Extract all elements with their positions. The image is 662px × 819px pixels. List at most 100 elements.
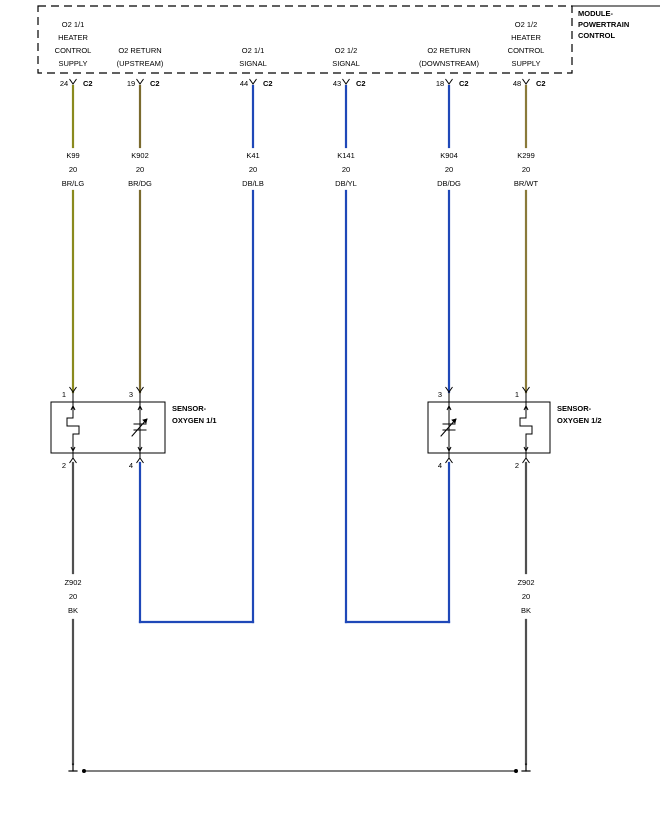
sensor-pin-top: 1 [62,390,66,399]
sensor-name: OXYGEN 1/2 [557,416,602,425]
module-boundary [37,5,573,74]
module-connector-pin [136,78,144,85]
sensor-pin-bottom: 4 [129,461,133,470]
module-connector-pin [69,78,77,85]
circuit-function-label: O2 RETURN [427,46,470,55]
circuit-function-label: O2 RETURN [118,46,161,55]
arrow-head [451,418,457,424]
module-pin-number: 44 [240,79,248,88]
connector-mark [522,78,530,85]
wire-code: K99 [66,151,79,160]
sensor-name: OXYGEN 1/1 [172,416,217,425]
heater-coil [519,417,533,435]
wire-gauge: 20 [136,165,144,174]
wire-gauge: 20 [445,165,453,174]
heater-coil [66,417,80,435]
connector-name: C2 [536,79,546,88]
circuit-function-label: (UPSTREAM) [117,59,164,68]
arrow-head [446,446,452,453]
arrow-head [446,404,452,411]
connector-mark [342,78,350,85]
connector-name: C2 [356,79,366,88]
arrow-head [137,404,143,411]
sensor-name: SENSOR- [172,404,207,413]
wire-gauge: 20 [249,165,257,174]
arrow-head [70,446,76,453]
circuit-function-label: SIGNAL [332,59,360,68]
module-pin-number: 19 [127,79,135,88]
wire-code: K904 [440,151,458,160]
sensor-pin-bottom: 4 [438,461,442,470]
wire-color-code: DB/DG [437,179,461,188]
sensor-body [50,401,166,454]
wire-code: Z902 [517,578,534,587]
circuit-function-label: O2 1/1 [62,20,85,29]
sensor-pin-bottom: 2 [62,461,66,470]
wire-code: K299 [517,151,535,160]
wire-gauge: 20 [342,165,350,174]
wire-color-code: BK [521,606,531,615]
sensors: SENSOR- OXYGEN 1/1 1 2 3 4 SENSOR- OXYGEN 1/2 3 4… [50,386,602,470]
wire-gauge: 20 [522,592,530,601]
heater-element-symbol [66,391,80,459]
wire-code: Z902 [64,578,81,587]
sensing-element-symbol [131,391,148,459]
circuit-function-label: SIGNAL [239,59,267,68]
sensor-name: SENSOR- [557,404,592,413]
wire-gauge: 20 [522,165,530,174]
sensor-oxygen-1: SENSOR- OXYGEN 1/1 1 2 3 4 [50,386,217,470]
circuit-function-label: CONTROL [508,46,545,55]
connector-name: C2 [459,79,469,88]
connector-mark [69,78,77,85]
module-label-line-3: CONTROL [578,31,615,40]
connector-name: C2 [150,79,160,88]
circuit-function-label: O2 1/1 [242,46,265,55]
circuit-function-label: HEATER [511,33,541,42]
circuit-function-label: CONTROL [55,46,92,55]
arrow-head [70,404,76,411]
heater-element-symbol [519,391,533,459]
module-pin-number: 43 [333,79,341,88]
module-connector-pin [249,78,257,85]
module-pin-number: 18 [436,79,444,88]
circuit-function-label: HEATER [58,33,88,42]
powertrain-control-module: MODULE- POWERTRAIN CONTROL [37,5,660,74]
module-connector-pin [445,78,453,85]
module-label-line-1: MODULE- [578,9,613,18]
connector-mark [445,78,453,85]
circuit-function-label: SUPPLY [58,59,87,68]
arrow-head [523,446,529,453]
connector-mark [249,78,257,85]
circuit-function-label: O2 1/2 [335,46,358,55]
wire-color-code: DB/LB [242,179,264,188]
wire-code: K141 [337,151,355,160]
connector-mark [136,78,144,85]
module-pin-number: 24 [60,79,68,88]
module-pin-number: 48 [513,79,521,88]
connector-name: C2 [83,79,93,88]
sensing-element-symbol [440,391,457,459]
module-connector-pin [342,78,350,85]
wire-code: K41 [246,151,259,160]
circuit-function-label: (DOWNSTREAM) [419,59,479,68]
module-connector-pin [522,78,530,85]
circuit-function-label: SUPPLY [511,59,540,68]
arrow-head [523,404,529,411]
sensor-pin-top: 3 [129,390,133,399]
wire-color-code: BR/LG [62,179,85,188]
sensor-pin-top: 1 [515,390,519,399]
connector-name: C2 [263,79,273,88]
module-label-line-2: POWERTRAIN [578,20,629,29]
sensor-pin-top: 3 [438,390,442,399]
wire-code: K902 [131,151,149,160]
